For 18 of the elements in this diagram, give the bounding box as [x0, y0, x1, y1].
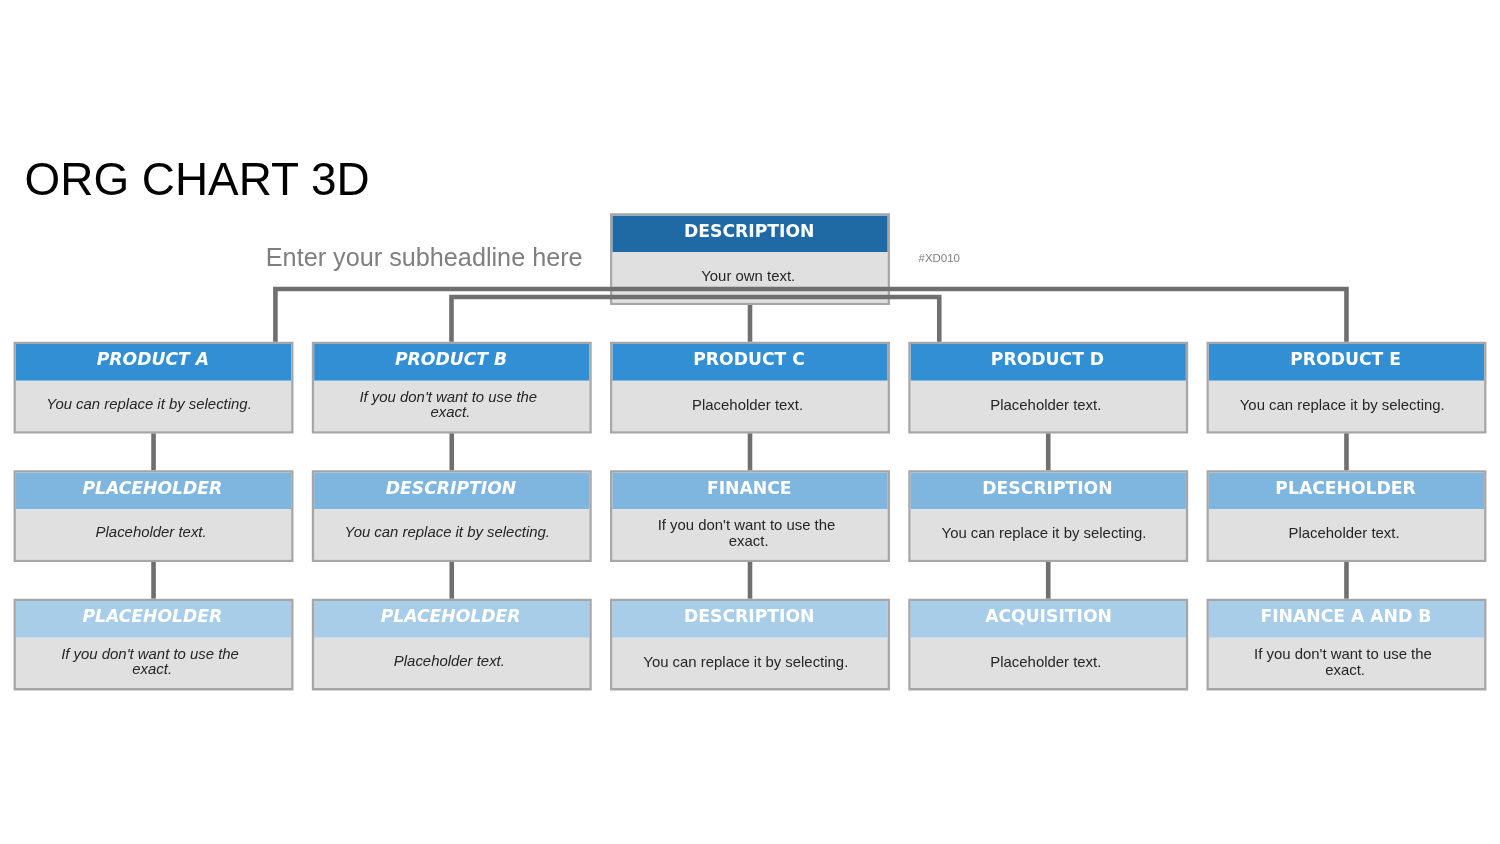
- connector: [747, 433, 753, 471]
- connector: [750, 286, 1349, 342]
- connector: [449, 561, 455, 599]
- connector: [750, 294, 942, 342]
- connector: [1045, 561, 1051, 599]
- connector: [151, 433, 156, 471]
- connector: [747, 561, 753, 599]
- diagram-title: ORG CHART 3D: [24, 152, 370, 205]
- connector: [1344, 433, 1349, 471]
- connector: [449, 433, 455, 471]
- connector: [273, 286, 750, 342]
- connector: [1045, 433, 1051, 471]
- connector: [747, 305, 753, 342]
- connector: [151, 561, 156, 599]
- connector: [1344, 561, 1349, 599]
- label: Enter your subheadline here: [265, 242, 583, 271]
- connector: [449, 294, 750, 342]
- label: #XD010: [918, 251, 960, 264]
